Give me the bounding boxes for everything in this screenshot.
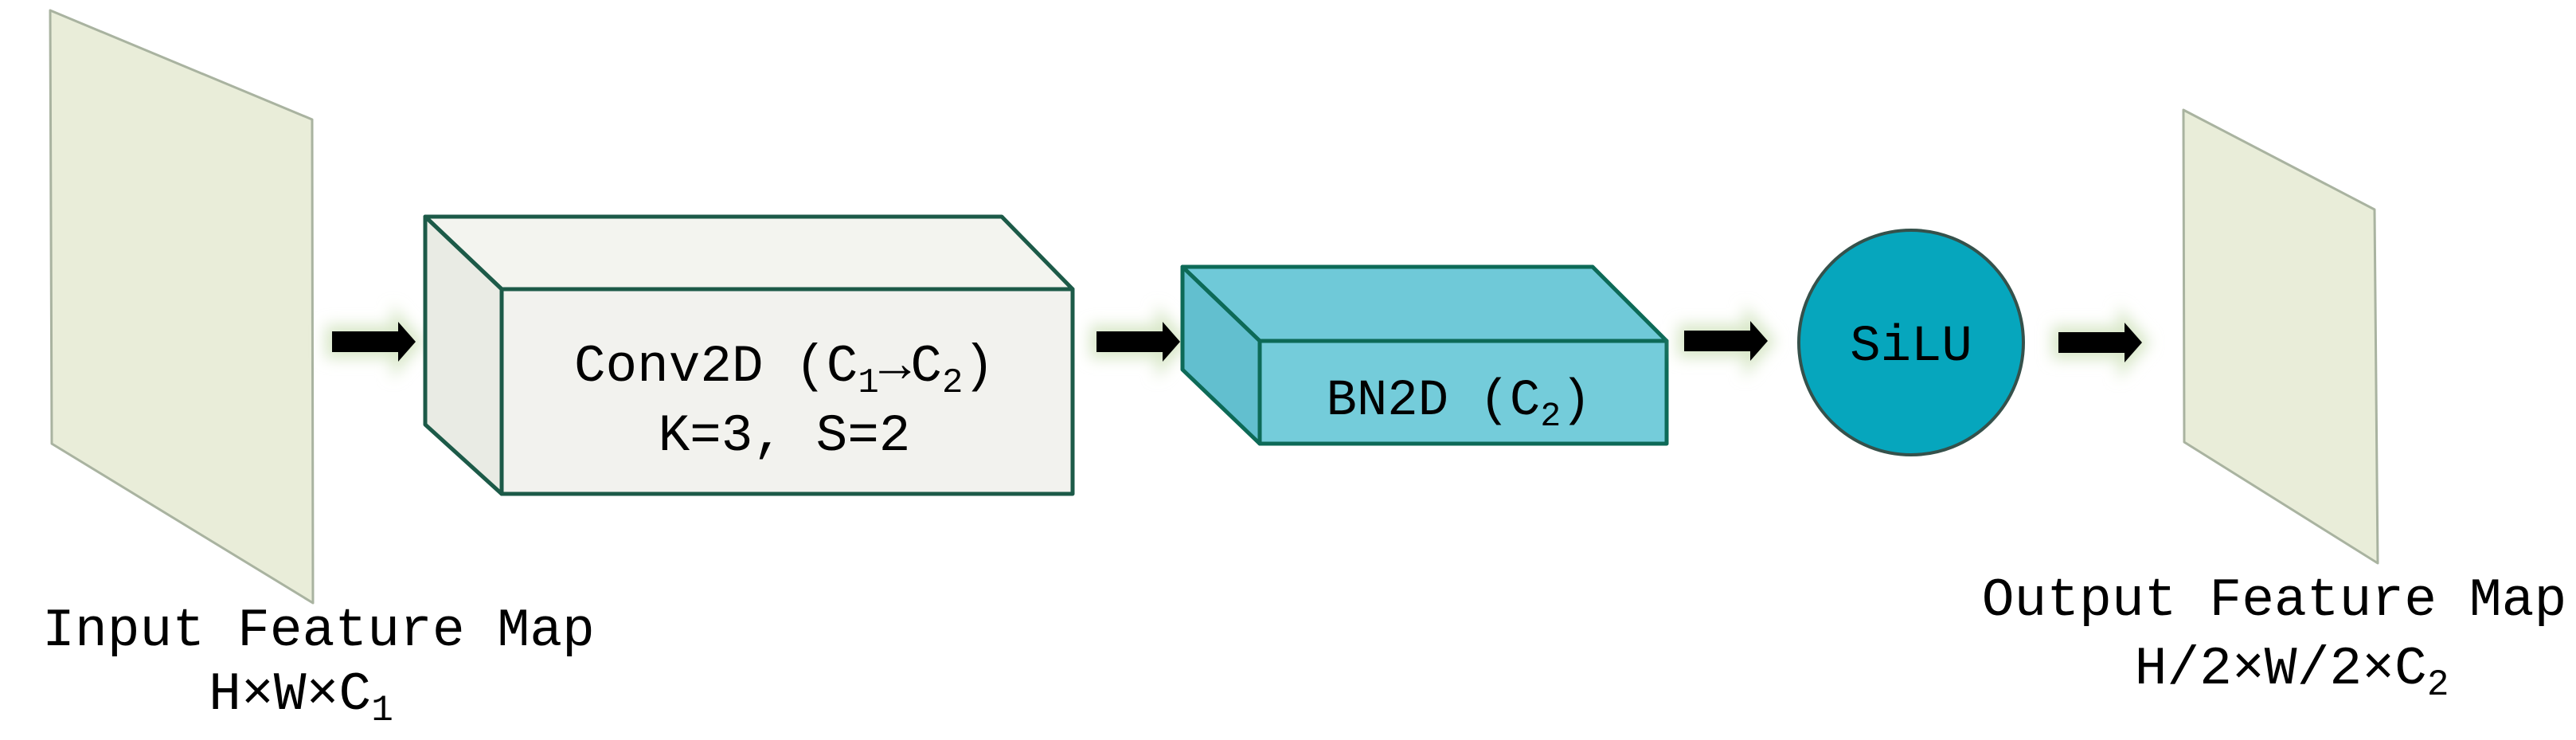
conv2d-params-label: K=3, S=2 [659,406,911,466]
flow-arrow-3 [1678,303,1777,378]
silu-block: SiLU [1797,229,2025,456]
input-feature-map-label: Input Feature Map [42,601,595,662]
output-dims-sub: 2 [2427,664,2449,706]
flow-arrow-1 [326,304,424,379]
right-arrow-icon [2058,323,2142,362]
conv2d-label: Conv2D (C1→C2) [574,337,995,403]
input-feature-map-dims: H×W×C1 [209,664,393,731]
output-feature-map-dims: H/2×W/2×C2 [2135,639,2449,706]
flow-arrow-4 [2052,305,2151,380]
silu-label: SiLU [1850,319,1972,376]
right-arrow-icon [1096,322,1180,362]
bn2d-label: BN2D (C2) [1326,373,1591,436]
right-arrow-icon [1684,321,1768,361]
input-feature-map [49,9,315,605]
output-feature-map-label: Output Feature Map [1982,570,2567,632]
conv2d-front-face [499,287,1075,496]
silu-circle [1797,229,2025,456]
input-feature-map-shape [49,9,315,605]
conv2d-label-sub1: 1 [858,363,878,403]
bn2d-top-face [1180,264,1669,343]
input-dims-sub: 1 [371,690,393,731]
conv2d-label-sub2: 2 [942,363,963,403]
output-feature-map-shape [2182,108,2379,565]
right-arrow-icon [332,322,416,362]
flow-arrow-2 [1090,304,1189,379]
bn2d-block: BN2D (C2) [1180,264,1669,446]
conv2d-top-face [423,214,1075,292]
output-feature-map [2182,108,2379,565]
conv2d-block: Conv2D (C1→C2) K=3, S=2 [423,214,1075,496]
bn2d-front-face [1257,339,1669,446]
bn2d-label-sub: 2 [1540,397,1561,436]
